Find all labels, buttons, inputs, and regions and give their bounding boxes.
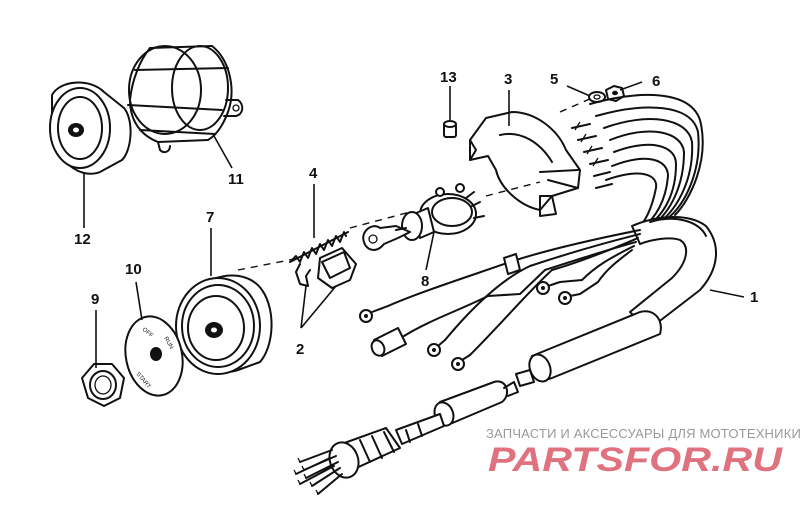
part-13-pin <box>443 120 457 138</box>
callout-10: 10 <box>125 261 142 278</box>
watermark-subtitle: ЗАПЧАСТИ И АКСЕССУАРЫ ДЛЯ МОТОТЕХНИКИ <box>486 426 800 441</box>
callout-12: 12 <box>74 231 91 248</box>
leader-lines <box>83 81 745 368</box>
callout-6: 6 <box>652 73 660 90</box>
callout-numbers: 1 2 3 4 5 6 7 8 9 10 11 12 13 <box>74 69 758 358</box>
ring-terminal <box>451 354 471 371</box>
watermark-logo: PARTSFOR.RU <box>488 441 784 479</box>
part-2-clips <box>295 247 357 289</box>
part-10-position-washer: OFF RUN START <box>124 315 184 397</box>
part-11-mounting-bracket <box>127 45 244 154</box>
part-9-hex-nut <box>81 363 125 407</box>
loose-wires <box>359 229 641 371</box>
callout-2: 2 <box>296 341 304 358</box>
ring-terminal <box>359 305 389 323</box>
part-1-cable-lower <box>395 310 662 445</box>
callout-3: 3 <box>504 71 512 88</box>
callout-9: 9 <box>91 291 99 308</box>
callout-5: 5 <box>550 71 558 88</box>
assembly-centerlines <box>237 97 593 271</box>
part-12-boot-cover <box>49 81 132 175</box>
wire-harness <box>571 93 718 331</box>
callout-7: 7 <box>206 209 214 226</box>
part-4-spring <box>289 231 349 263</box>
washer-label-run: RUN <box>162 336 174 350</box>
callout-11: 11 <box>228 171 244 188</box>
part-7-bezel <box>175 274 273 375</box>
bullet-connector <box>370 295 489 357</box>
ring-terminal <box>558 291 581 305</box>
watermark-logo-text: PARTSFOR.RU <box>488 441 784 479</box>
part-3-retaining-clamp <box>469 111 581 217</box>
ignition-key <box>362 225 411 251</box>
callout-1: 1 <box>750 289 758 306</box>
callout-4: 4 <box>309 165 318 182</box>
callout-13: 13 <box>440 69 457 86</box>
part-8-ignition-switch <box>401 183 485 241</box>
ring-terminal <box>536 281 561 295</box>
multi-pin-connector <box>293 427 401 495</box>
ring-terminal <box>427 339 446 357</box>
callout-8: 8 <box>421 273 429 290</box>
